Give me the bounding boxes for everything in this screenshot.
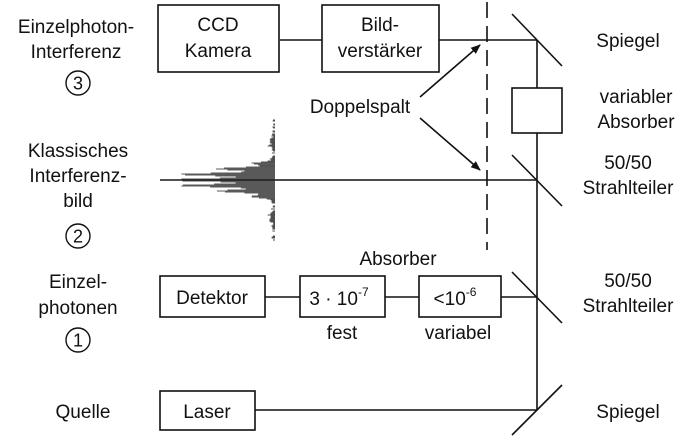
- label-single-photons-line2: photonen: [38, 298, 117, 319]
- label-beamsplitter-lower-line1: 50/50: [604, 271, 652, 292]
- variable-absorber-small-box: [418, 275, 502, 318]
- label-beamsplitter-middle-line2: Strahlteiler: [583, 178, 674, 199]
- variable-caption: variabel: [425, 323, 492, 344]
- circled-number-2-text: 2: [73, 227, 83, 247]
- label-mirror-top: Spiegel: [596, 31, 659, 52]
- image-intensifier-box: [321, 4, 440, 73]
- laser-label: Laser: [183, 402, 231, 423]
- absorber-heading: Absorber: [359, 249, 437, 270]
- fixed-absorber-value: 3 · 10-7: [309, 285, 369, 310]
- variable-absorber-value: <10-6: [434, 285, 477, 310]
- ccd-label-line1: CCD: [197, 15, 238, 36]
- label-beamsplitter-middle-line1: 50/50: [604, 153, 652, 174]
- mirror-bottom: [511, 384, 563, 436]
- laser-box: [159, 390, 256, 431]
- label-mirror-bottom: Spiegel: [596, 402, 659, 423]
- variable-absorber-exponent: -6: [466, 285, 477, 299]
- beam-splitter-lower: [511, 271, 563, 324]
- intensifier-label-line1: Bild-: [361, 15, 399, 36]
- circled-number-1-text: 1: [73, 331, 83, 351]
- circled-number-2: 2: [65, 223, 91, 249]
- label-classical-line3: bild: [63, 191, 93, 212]
- label-beamsplitter-lower-line2: Strahlteiler: [583, 296, 674, 317]
- label-variable-absorber-line2: Absorber: [597, 112, 675, 133]
- interference-pattern: [160, 119, 275, 241]
- ccd-camera-box: [157, 4, 280, 73]
- double-slit-arrow-up: [419, 44, 481, 98]
- fixed-absorber-box: [299, 275, 386, 318]
- detector-box: [159, 275, 266, 318]
- fixed-caption: fest: [327, 323, 358, 344]
- label-classical-line1: Klassisches: [28, 141, 128, 162]
- label-single-photons-line1: Einzel-: [49, 272, 107, 293]
- mirror-top: [511, 13, 563, 67]
- beam-splitter-middle: [511, 154, 563, 207]
- ccd-label-line2: Kamera: [185, 41, 252, 62]
- label-classical-line2: Interferenz-: [29, 166, 126, 187]
- double-slit-label: Doppelspalt: [310, 97, 411, 118]
- circled-number-1: 1: [65, 327, 91, 353]
- double-slit-arrow-down: [419, 117, 481, 171]
- fixed-absorber-base: 3 · 10: [309, 289, 358, 310]
- detector-label: Detektor: [176, 288, 248, 309]
- label-variable-absorber-line1: variabler: [600, 87, 674, 108]
- fixed-absorber-exponent: -7: [358, 285, 369, 299]
- label-source: Quelle: [56, 402, 111, 423]
- variable-absorber-base: <10: [434, 289, 466, 310]
- variable-absorber-box: [511, 87, 563, 134]
- circled-number-3-text: 3: [73, 74, 83, 94]
- label-single-photon-interference-line1: Einzelphoton-: [18, 17, 134, 38]
- label-single-photon-interference-line2: Interferenz: [31, 42, 122, 63]
- circled-number-3: 3: [65, 70, 91, 96]
- intensifier-label-line2: verstärker: [338, 41, 423, 62]
